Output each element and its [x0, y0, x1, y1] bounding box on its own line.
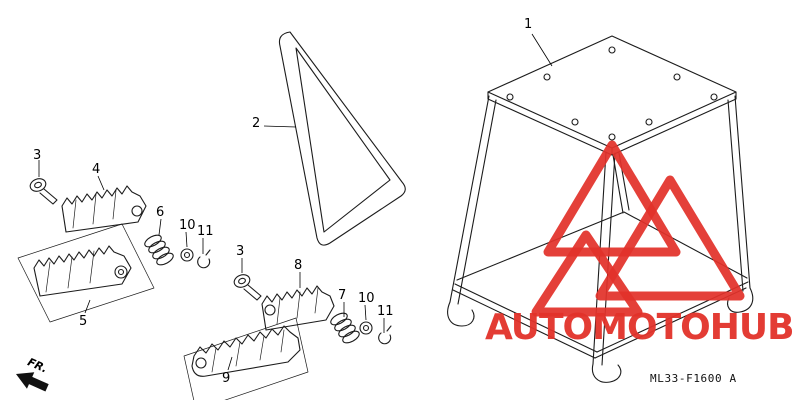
part-label-10-right: 10: [358, 291, 375, 306]
part-label-10-left: 10: [179, 218, 196, 233]
part-label-6: 6: [156, 205, 165, 220]
watermark-logo: [531, 140, 745, 317]
bolt-3-left-drawing: [29, 178, 58, 205]
diagram-code: ML33-F1600 A: [650, 372, 737, 385]
footpeg-8-drawing: [261, 285, 335, 331]
part-label-5: 5: [79, 314, 88, 329]
fr-direction-arrow: FR.: [16, 355, 50, 392]
washer-10-left-drawing: [180, 248, 194, 262]
part-label-3-right: 3: [236, 244, 245, 259]
spring-6-drawing: [144, 234, 174, 266]
part-label-7: 7: [338, 288, 347, 303]
leader-lines: [38, 33, 553, 371]
part-label-9: 9: [222, 371, 231, 386]
clip-11-right-drawing: [378, 325, 392, 345]
part-label-11-right: 11: [377, 304, 394, 319]
footpeg-9-drawing: [183, 317, 309, 400]
part-label-4: 4: [92, 162, 101, 177]
side-frame-drawing: [278, 31, 406, 246]
clip-11-left-drawing: [197, 249, 211, 269]
part-label-8: 8: [294, 258, 303, 273]
washer-10-right-drawing: [359, 321, 373, 335]
part-label-2: 2: [252, 116, 261, 131]
part-label-11-left: 11: [197, 224, 214, 239]
fr-label: FR.: [26, 355, 50, 375]
bolt-3-right-drawing: [233, 274, 262, 301]
watermark-brand-text: AUTOMOTOHUB: [485, 307, 795, 348]
spring-7-drawing: [330, 312, 360, 344]
footpeg-5-drawing: [17, 223, 155, 323]
part-label-1: 1: [524, 17, 533, 32]
footpeg-4-drawing: [61, 185, 147, 233]
part-label-3-left: 3: [33, 148, 42, 163]
